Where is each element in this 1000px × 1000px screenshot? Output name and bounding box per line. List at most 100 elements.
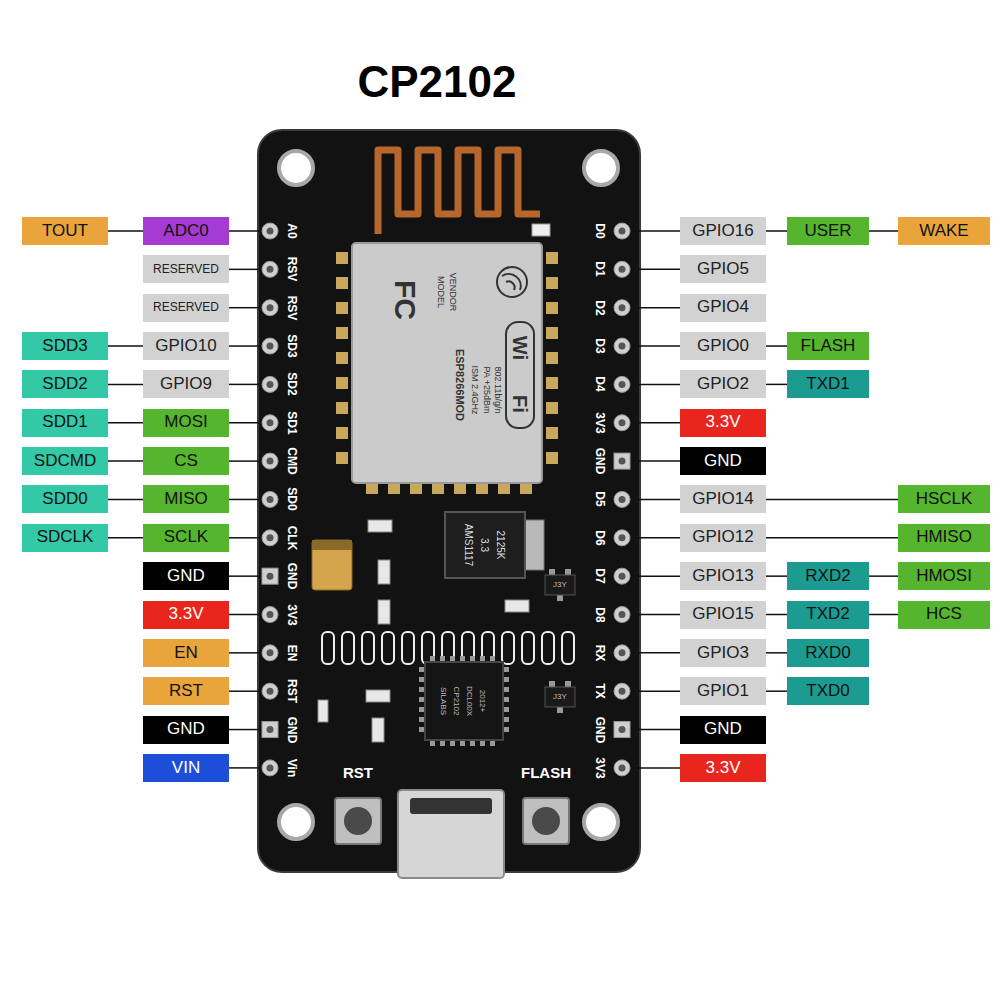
module-pad: [336, 277, 348, 289]
push-button: [335, 798, 381, 844]
pin-silkscreen: D4: [594, 377, 606, 392]
pin-function-label: WAKE: [919, 222, 968, 241]
leader-line: [631, 767, 680, 769]
pin-function-box: USER: [787, 217, 869, 245]
pin-function-label: GPIO0: [697, 337, 749, 356]
pin-function-box: GPIO13: [680, 562, 766, 590]
leader-line: [229, 690, 261, 692]
pin-function-box: 3.3V: [680, 754, 766, 782]
pin-function-label: VIN: [172, 759, 200, 778]
connector-line: [108, 499, 143, 501]
pin-function-label: HCS: [926, 605, 962, 624]
solder-pad: [522, 632, 534, 664]
pin-function-box: HMISO: [898, 524, 990, 552]
pin-function-box: SDD2: [22, 370, 108, 398]
pin-hole: [267, 419, 274, 426]
pin-silkscreen: SD3: [286, 334, 298, 357]
pin-silkscreen: RSV: [286, 257, 298, 282]
pin-silkscreen: D7: [594, 568, 606, 583]
module-pad: [476, 484, 488, 494]
connector-line: [108, 537, 143, 539]
leader-line: [631, 307, 680, 309]
header-pin: [614, 722, 630, 738]
diagram-title: CP2102: [357, 60, 516, 104]
pin-function-box: CS: [143, 447, 229, 475]
pin-hole: [267, 458, 274, 465]
pin-silkscreen: D3: [594, 338, 606, 353]
pin-function-box: GPIO15: [680, 601, 766, 629]
pin-silkscreen: D2: [594, 300, 606, 315]
pin-silkscreen: 3V3: [594, 757, 606, 778]
chip-pin: [549, 569, 555, 575]
connector-line: [869, 230, 898, 232]
smd-part: [378, 600, 390, 624]
pin-hole: [267, 304, 274, 311]
leader-line: [631, 575, 680, 577]
pin-function-label: TOUT: [42, 222, 88, 241]
smd-part: [366, 690, 390, 702]
espressif-logo: [497, 267, 527, 297]
button-label: FLASH: [521, 765, 571, 780]
connector-line: [108, 345, 143, 347]
pin-function-label: HSCLK: [916, 490, 973, 509]
leader-line: [229, 652, 261, 654]
smd-part: [368, 520, 392, 532]
pin-function-box: SDCMD: [22, 447, 108, 475]
mounting-hole: [584, 805, 618, 839]
sot23-transistor: [545, 687, 575, 707]
header-pin: [614, 530, 630, 546]
pin-hole: [267, 649, 274, 656]
pin-function-label: MOSI: [164, 413, 207, 432]
header-pin: [614, 300, 630, 316]
module-pad: [546, 277, 558, 289]
module-pad: [546, 452, 558, 464]
pin-function-label: GPIO9: [160, 375, 212, 394]
chip-marking: 2012+: [478, 690, 486, 712]
pin-silkscreen: GND: [594, 716, 606, 743]
pin-function-label: GND: [167, 567, 205, 586]
pin-function-label: RXD2: [805, 567, 850, 586]
connector-line: [766, 652, 787, 654]
pin-function-label: GPIO14: [692, 490, 753, 509]
module-pad: [336, 377, 348, 389]
button-label: RST: [343, 765, 373, 780]
chip-marking: DCL00X: [465, 686, 473, 716]
chip-marking: J3Y: [553, 581, 567, 589]
pin-hole: [619, 266, 626, 273]
chip-marking: ISM 2.4GHz: [470, 365, 479, 414]
connector-line: [108, 460, 143, 462]
pin-function-box: GPIO9: [143, 370, 229, 398]
chip-marking: J3Y: [553, 693, 567, 701]
pin-function-box: RST: [143, 677, 229, 705]
module-pad: [336, 327, 348, 339]
pin-function-label: GND: [167, 720, 205, 739]
leader-line: [229, 537, 261, 539]
chip-marking: CP2102: [452, 687, 460, 716]
pin-hole: [619, 343, 626, 350]
pin-function-box: FLASH: [787, 332, 869, 360]
sot23-transistor: [545, 575, 575, 595]
solder-pad: [402, 632, 414, 664]
leader-line: [229, 230, 261, 232]
pin-silkscreen: EN: [286, 645, 298, 662]
leader-line: [229, 384, 261, 386]
leader-line: [229, 307, 261, 309]
header-pin: [262, 453, 278, 469]
pin-silkscreen: RX: [594, 645, 606, 662]
connector-line: [108, 422, 143, 424]
module-pad: [336, 427, 348, 439]
pin-function-label: HMOSI: [916, 567, 972, 586]
pin-hole: [267, 496, 274, 503]
pin-function-box: GND: [143, 716, 229, 744]
chip-marking: ESP8266MOD: [454, 349, 465, 421]
pin-silkscreen: D6: [594, 530, 606, 545]
leader-line: [229, 499, 261, 501]
header-pin: [614, 376, 630, 392]
pin-function-label: SDCMD: [34, 452, 96, 471]
leader-line: [631, 499, 680, 501]
connector-line: [766, 614, 787, 616]
pin-function-label: ADC0: [163, 222, 208, 241]
header-pin: [614, 415, 630, 431]
module-pad: [520, 484, 532, 494]
